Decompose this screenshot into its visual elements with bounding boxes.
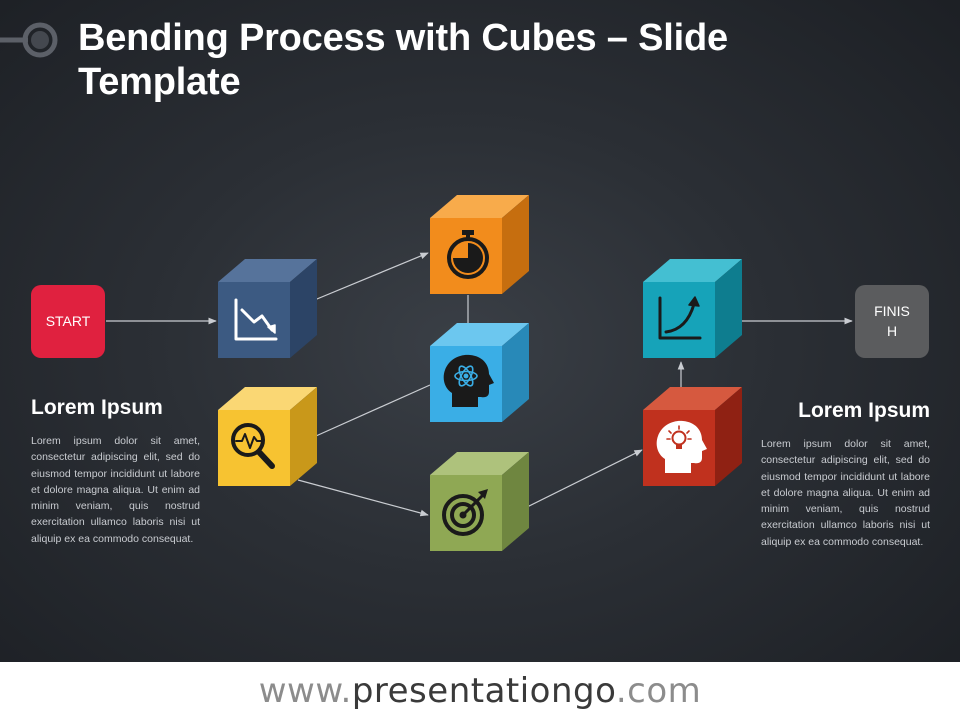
slide-title: Bending Process with Cubes – Slide Templ… [78,17,728,103]
stopwatch-icon [447,230,489,279]
atom-head-icon [443,354,494,407]
lightbulb-head-icon [656,420,707,473]
footer-prefix: www. [258,671,352,711]
cube-declining-chart[interactable] [218,259,317,358]
growth-chart-icon [658,296,702,340]
process-diagram: START FINIS H [31,195,929,551]
footer-website-link[interactable]: www.presentationgo.com [0,662,960,720]
corner-ring-ornament [0,22,58,58]
footer-suffix: .com [615,671,702,711]
cube-lightbulb-head[interactable] [643,387,742,486]
connector-magnifier-to-target [297,479,429,517]
left-body-text: Lorem ipsum dolor sit amet, consectetur … [31,435,200,545]
declining-chart-icon [234,298,278,341]
connector-declining-to-stopwatch [299,252,429,307]
right-body-text: Lorem ipsum dolor sit amet, consectetur … [761,438,930,548]
cube-stopwatch[interactable] [430,195,529,294]
target-icon [442,489,488,536]
left-heading: Lorem Ipsum [31,396,163,419]
cube-atom-head[interactable] [430,323,529,422]
connector-target-to-lightbulb [514,449,643,514]
footer-brand: presentationgo [351,671,616,711]
start-label: START [46,313,91,329]
connector-atom-to-magnifier [306,384,431,441]
finish-node[interactable]: FINIS H [855,285,929,358]
magnifier-pulse-icon [231,423,275,469]
cube-target[interactable] [430,452,529,551]
finish-label-line1: FINIS [874,303,910,319]
start-node[interactable]: START [31,285,105,358]
cube-growth-chart[interactable] [643,259,742,358]
right-heading: Lorem Ipsum [798,399,930,422]
finish-label-line2: H [887,323,897,339]
cube-magnifier[interactable] [218,387,317,486]
slide-canvas: Bending Process with Cubes – Slide Templ… [0,0,960,662]
